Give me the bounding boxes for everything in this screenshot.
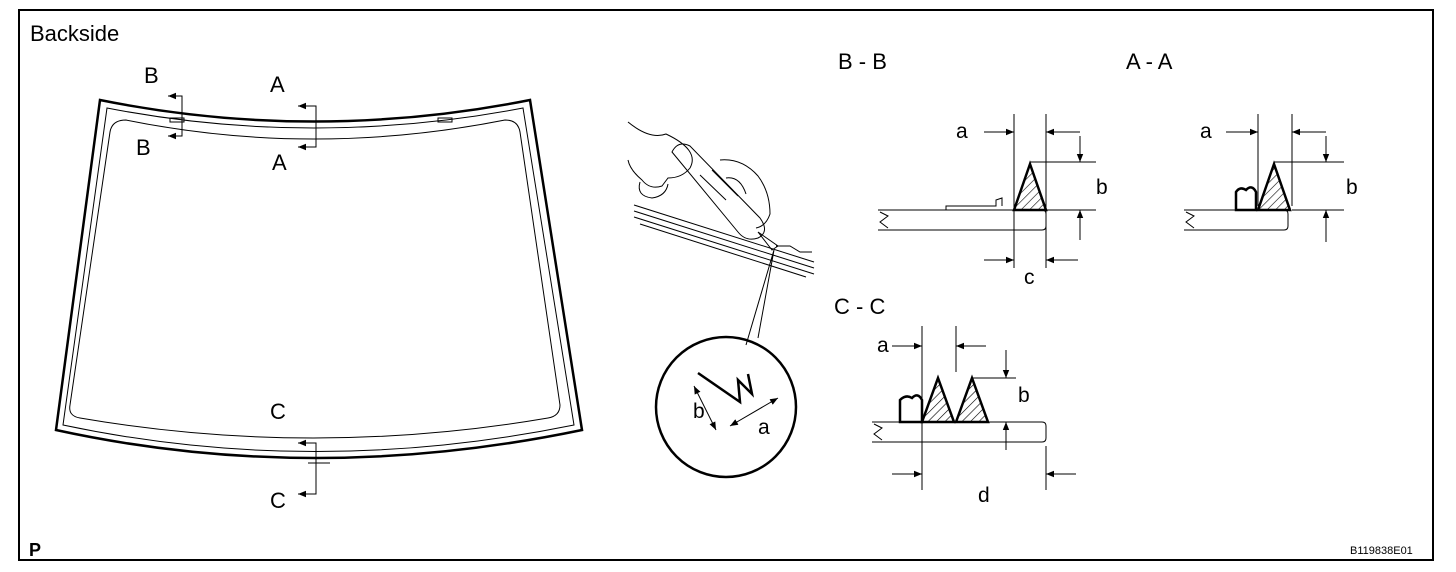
detail-label-b: b xyxy=(693,400,705,423)
section-aa-drawing xyxy=(1184,114,1344,242)
bead-detail-circle xyxy=(654,249,798,479)
section-bb-drawing xyxy=(878,114,1096,268)
diagram-frame xyxy=(18,9,1434,561)
section-marker-bb xyxy=(168,92,183,140)
section-cc-label-a: a xyxy=(877,334,889,357)
marker-c-bottom: C xyxy=(270,488,286,513)
marker-a-bottom: A xyxy=(272,150,287,175)
marker-a-top: A xyxy=(270,72,285,97)
corner-mark: P xyxy=(29,540,41,560)
detail-label-a: a xyxy=(758,416,770,439)
section-aa-label-b: b xyxy=(1346,176,1358,199)
diagram-title: Backside xyxy=(30,21,119,46)
section-cc-drawing xyxy=(872,326,1076,490)
section-bb-label-c: c xyxy=(1024,266,1035,289)
section-cc-label-b: b xyxy=(1018,384,1030,407)
section-marker-cc xyxy=(298,439,317,498)
marker-c-top: C xyxy=(270,399,286,424)
section-bb-title: B - B xyxy=(838,49,887,74)
section-aa-label-a: a xyxy=(1200,120,1212,143)
marker-b-top: B xyxy=(144,63,159,88)
section-bb-label-b: b xyxy=(1096,176,1108,199)
section-marker-aa xyxy=(298,102,317,151)
hand-adhesive-gun-illustration xyxy=(627,121,815,278)
marker-b-bottom: B xyxy=(136,135,151,160)
figure-code: B119838E01 xyxy=(1350,545,1413,557)
section-bb-label-a: a xyxy=(956,120,968,143)
section-aa-title: A - A xyxy=(1126,49,1173,74)
windshield-outline xyxy=(54,98,584,464)
section-cc-label-d: d xyxy=(978,484,990,507)
section-cc-title: C - C xyxy=(834,294,885,319)
